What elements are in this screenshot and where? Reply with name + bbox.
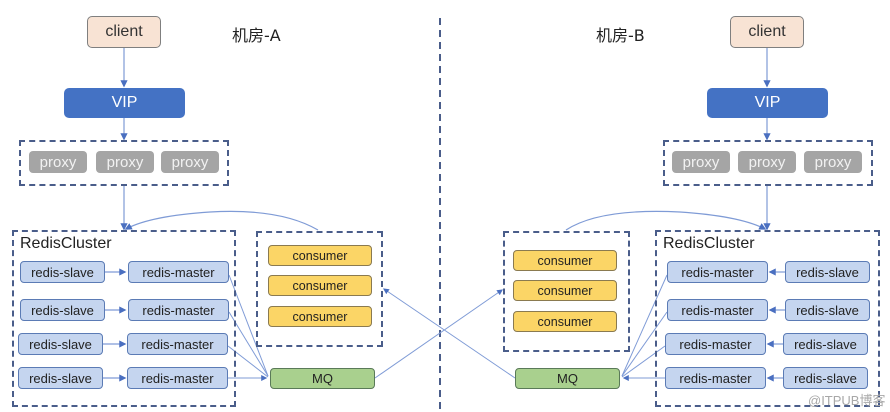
redis-master-a-4[interactable]: redis-master [127,367,228,389]
arrow-consumer-to-cluster-a [124,210,319,231]
arrow-mq-b-to-consumers-a [383,288,516,379]
consumer-group-a [256,231,383,347]
proxy-node-a-1[interactable]: proxy [29,151,87,173]
redis-cluster-b [655,230,880,407]
consumer-node-a-3[interactable]: consumer [268,306,372,327]
consumer-node-b-1[interactable]: consumer [513,250,617,271]
mq-node-a[interactable]: MQ [270,368,375,389]
room-b-label: 机房-B [596,26,645,45]
redis-master-a-2[interactable]: redis-master [128,299,229,321]
proxy-node-a-2[interactable]: proxy [96,151,154,173]
vip-node-b[interactable]: VIP [707,88,828,118]
proxy-group-b [663,140,873,186]
redis-slave-b-3[interactable]: redis-slave [783,333,868,355]
redis-slave-a-2[interactable]: redis-slave [20,299,105,321]
redis-cluster-a-label: RedisCluster [20,235,112,252]
consumer-node-b-2[interactable]: consumer [513,280,617,301]
redis-cluster-a [12,230,236,407]
redis-slave-b-1[interactable]: redis-slave [785,261,870,283]
watermark: @ITPUB博客 [808,393,886,408]
redis-slave-a-3[interactable]: redis-slave [18,333,103,355]
line-master-mq-b-2 [621,311,668,377]
redis-slave-b-4[interactable]: redis-slave [783,367,868,389]
consumer-node-b-3[interactable]: consumer [513,311,617,332]
redis-slave-a-4[interactable]: redis-slave [18,367,103,389]
arrow-mq-a-to-consumers-b [374,289,503,379]
line-master-mq-b-3 [621,345,666,378]
redis-slave-b-2[interactable]: redis-slave [785,299,870,321]
redis-master-b-1[interactable]: redis-master [667,261,768,283]
proxy-node-b-2[interactable]: proxy [738,151,796,173]
redis-master-a-3[interactable]: redis-master [127,333,228,355]
room-a-label: 机房-A [232,26,281,45]
redis-master-b-2[interactable]: redis-master [667,299,768,321]
consumer-node-a-2[interactable]: consumer [268,275,372,296]
redis-slave-a-1[interactable]: redis-slave [20,261,105,283]
proxy-group-a [19,140,229,186]
redis-master-b-4[interactable]: redis-master [665,367,766,389]
consumer-node-a-1[interactable]: consumer [268,245,372,266]
mq-node-b[interactable]: MQ [515,368,620,389]
proxy-node-a-3[interactable]: proxy [161,151,219,173]
redis-cluster-b-label: RedisCluster [663,235,755,252]
redis-master-b-3[interactable]: redis-master [665,333,766,355]
client-node-b[interactable]: client [730,16,804,48]
arrow-consumer-to-cluster-b [565,210,767,231]
proxy-node-b-1[interactable]: proxy [672,151,730,173]
consumer-group-b [503,231,630,352]
line-master-mq-b-1 [621,274,668,377]
proxy-node-b-3[interactable]: proxy [804,151,862,173]
vip-node-a[interactable]: VIP [64,88,185,118]
client-node-a[interactable]: client [87,16,161,48]
redis-master-a-1[interactable]: redis-master [128,261,229,283]
